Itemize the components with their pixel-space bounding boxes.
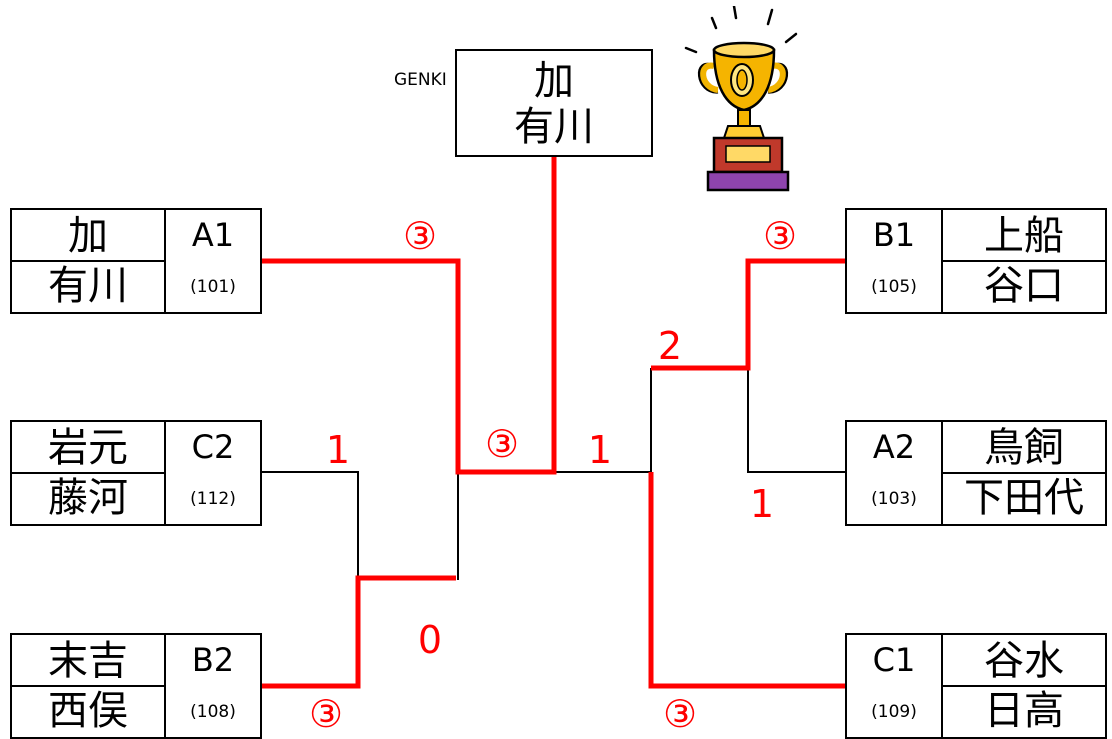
- team-a2-code: (103): [871, 488, 917, 509]
- team-b2-code: (108): [190, 701, 236, 722]
- team-c1: C1 (109) 谷水 日高: [845, 633, 1107, 739]
- team-c1-player1: 谷水: [984, 638, 1064, 684]
- champion-label: GENKI: [394, 70, 447, 90]
- score-b1-semi: ③: [762, 214, 798, 258]
- score-b2-r1: ③: [308, 692, 344, 736]
- team-b2-player2: 西俣: [48, 688, 128, 734]
- score-a1-semi: ③: [402, 214, 438, 258]
- b2-path: [260, 575, 456, 689]
- score-right-semi-lower: 2: [657, 324, 683, 368]
- team-a1-player2: 有川: [48, 263, 128, 309]
- team-c2-player2: 藤河: [48, 475, 128, 521]
- team-b1-player1: 上船: [984, 213, 1064, 259]
- winning-paths: [260, 156, 846, 689]
- champion-line2: 有川: [514, 104, 594, 150]
- team-b2-seed: B2: [191, 641, 235, 679]
- b1-path: [651, 258, 846, 371]
- team-b1-seed: B1: [872, 216, 916, 254]
- team-b1-code: (105): [871, 276, 917, 297]
- score-c1-r1: ③: [662, 692, 698, 736]
- team-c1-player2: 日高: [984, 688, 1064, 734]
- team-a2: A2 (103) 鳥飼 下田代: [845, 420, 1107, 526]
- score-c2-r1: 1: [325, 428, 351, 472]
- team-c1-code: (109): [871, 701, 917, 722]
- team-a1: 加 有川 A1 (101): [10, 208, 262, 314]
- team-b2-player1: 末吉: [48, 638, 128, 684]
- team-b1-player2: 谷口: [984, 263, 1064, 309]
- team-c2-player1: 岩元: [48, 425, 128, 471]
- team-a2-seed: A2: [872, 428, 916, 466]
- team-c2-code: (112): [190, 488, 236, 509]
- team-a1-player1: 加: [68, 213, 108, 259]
- score-right-final: 1: [587, 428, 613, 472]
- score-left-final: ③: [484, 422, 520, 466]
- a1-path: [260, 156, 557, 475]
- team-b1: B1 (105) 上船 谷口: [845, 208, 1107, 314]
- a2-path: [747, 368, 846, 473]
- trophy-icon: [684, 6, 798, 192]
- team-c1-seed: C1: [872, 641, 916, 679]
- team-b2: 末吉 西俣 B2 (108): [10, 633, 262, 739]
- c2-path: [262, 471, 359, 578]
- c1-path: [648, 472, 846, 689]
- team-c2-seed: C2: [191, 428, 235, 466]
- team-a2-player1: 鳥飼: [984, 425, 1064, 471]
- champion-line1: 加: [534, 58, 574, 104]
- team-c2: 岩元 藤河 C2 (112): [10, 420, 262, 526]
- team-a1-code: (101): [190, 276, 236, 297]
- champion-box: 加 有川: [455, 49, 653, 157]
- score-left-r1-winner: 0: [417, 618, 443, 662]
- score-a2-r1: 1: [749, 482, 775, 526]
- team-a1-seed: A1: [191, 216, 235, 254]
- team-a2-player2: 下田代: [964, 475, 1084, 521]
